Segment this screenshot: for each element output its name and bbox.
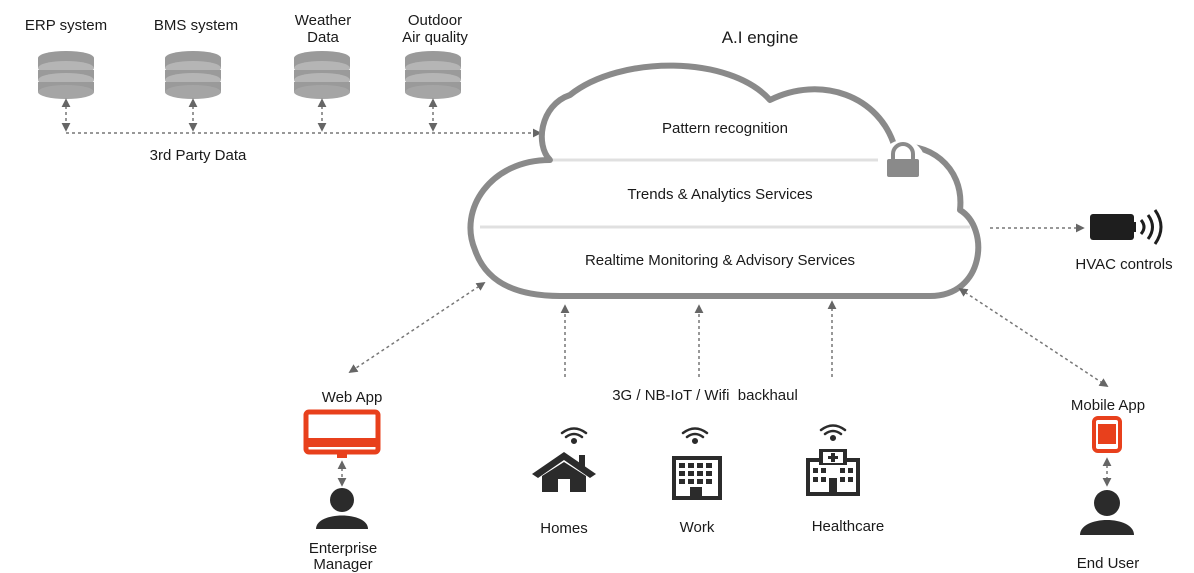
backhaul-label: 3G / NB-IoT / Wifi backhaul — [612, 387, 798, 404]
weather-database-icon — [294, 51, 350, 99]
house-icon — [532, 452, 596, 492]
air-quality-database-icon — [405, 51, 461, 99]
pattern-recognition-label: Pattern recognition — [662, 120, 788, 137]
smartphone-icon — [1092, 416, 1122, 453]
web-app-label: Web App — [321, 389, 383, 406]
work-label: Work — [679, 519, 715, 536]
erp-system-label: ERP system — [24, 17, 108, 34]
hvac-controls-label: HVAC controls — [1075, 256, 1173, 273]
ai-engine-title: A.I engine — [721, 28, 799, 47]
bms-system-label: BMS system — [153, 17, 239, 34]
healthcare-wifi-icon — [819, 424, 847, 442]
erp-database-icon — [38, 51, 94, 99]
third-party-connectors — [61, 98, 542, 138]
ai-engine-cloud — [467, 62, 982, 299]
hospital-icon — [806, 449, 860, 496]
lock-icon — [881, 140, 925, 184]
third-party-data-label: 3rd Party Data — [149, 147, 247, 164]
realtime-monitoring-label: Realtime Monitoring & Advisory Services — [584, 252, 856, 269]
homes-label: Homes — [540, 520, 588, 537]
backhaul-connectors — [560, 300, 837, 377]
monitor-icon — [303, 409, 381, 458]
outdoor-air-quality-label: Outdoor Air quality — [402, 12, 468, 46]
web-app-connector — [348, 282, 486, 373]
office-building-icon — [672, 456, 722, 500]
end-user-avatar-icon — [1080, 490, 1134, 535]
hvac-device-icon — [1090, 209, 1163, 245]
healthcare-label: Healthcare — [811, 518, 885, 535]
mobile-app-label: Mobile App — [1070, 397, 1146, 414]
work-wifi-icon — [681, 427, 709, 445]
bms-database-icon — [165, 51, 221, 99]
end-user-label: End User — [1076, 555, 1140, 572]
mobile-app-connector — [958, 288, 1109, 387]
trends-analytics-label: Trends & Analytics Services — [627, 186, 813, 203]
enterprise-manager-avatar-icon — [316, 488, 368, 529]
enterprise-manager-label: Enterprise Manager — [308, 540, 378, 573]
homes-wifi-icon — [560, 427, 588, 445]
weather-data-label: Weather Data — [294, 12, 352, 46]
